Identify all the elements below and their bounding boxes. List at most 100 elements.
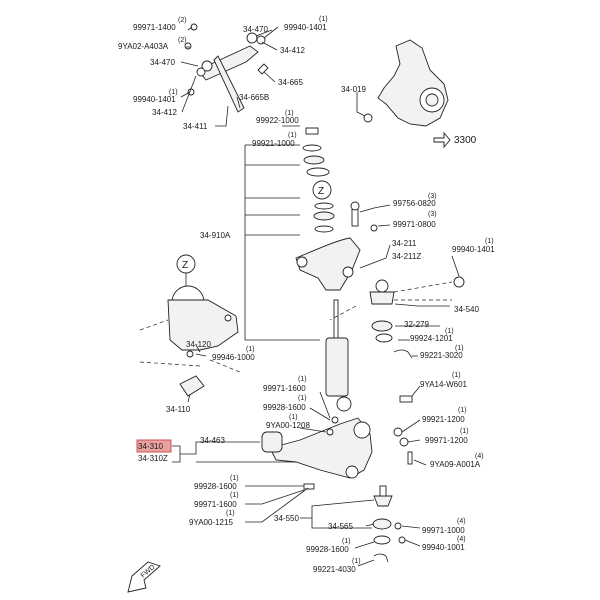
bolt-34-019: [363, 113, 373, 123]
label-34-665[interactable]: 34-665: [278, 78, 303, 87]
nut-99921-1200: [393, 427, 403, 437]
upper-arm-bushing-b: [342, 266, 354, 278]
label-34-910A[interactable]: 34-910A: [200, 231, 231, 240]
nut-99940-1001: [398, 536, 406, 544]
label-34-463[interactable]: 34-463: [200, 436, 225, 445]
label-34-411[interactable]: 34-411: [183, 122, 208, 131]
label-99921-1200[interactable]: 99921-1200: [422, 415, 465, 424]
label-34-470-left[interactable]: 34-470: [150, 58, 175, 67]
label-34-310Z[interactable]: 34-310Z: [138, 454, 168, 463]
label-99971-1600-b[interactable]: 99971-1600: [194, 500, 237, 509]
label-34-665B[interactable]: 34-665B: [239, 93, 269, 102]
qty-99221-4030: (1): [352, 558, 361, 565]
ball-joint-stud: [375, 279, 389, 293]
upper-ball-joint-group: 99940-1401 (1) 34-540 32-279 99924-1201 …: [329, 238, 495, 360]
label-99940-1401-left[interactable]: 99940-1401: [133, 95, 176, 104]
lower-arm-group: 34-310 34-310Z 34-463 99971-1600 (1) 999…: [136, 372, 484, 527]
label-99971-1600-a[interactable]: 99971-1600: [263, 384, 306, 393]
washer-upper: [306, 167, 330, 177]
label-34-550[interactable]: 34-550: [274, 514, 299, 523]
label-99946-1000[interactable]: 99946-1000: [212, 353, 255, 362]
label-99928-1600-c[interactable]: 99928-1600: [306, 545, 349, 554]
stabilizer-bracket: [197, 45, 259, 81]
stabilizer-link-group: 99971-1400 (2) 9YA02-A403A (2) 34-470 99…: [118, 16, 328, 131]
label-34-019[interactable]: 34-019: [341, 85, 366, 94]
qty-99971-1400: (2): [178, 17, 187, 24]
label-99922-1000[interactable]: 99922-1000: [256, 116, 299, 125]
shock-rod: [333, 299, 339, 341]
frame-bolt-a: [224, 314, 232, 322]
label-34-412-right[interactable]: 34-412: [280, 46, 305, 55]
upper-arm-group: 99756-0820 (3) 99971-0800 (3) 34-211 34-…: [295, 193, 437, 291]
qty-9YA14: (1): [452, 372, 461, 379]
label-99756-0820[interactable]: 99756-0820: [393, 199, 436, 208]
label-99928-1600-b[interactable]: 99928-1600: [194, 482, 237, 491]
label-99221-3020[interactable]: 99221-3020: [420, 351, 463, 360]
qty-99940-1401-right: (1): [319, 16, 328, 23]
label-99971-0800[interactable]: 99971-0800: [393, 220, 436, 229]
washer-99971-0800: [370, 224, 378, 232]
qty-9YA00-1208: (1): [289, 414, 298, 421]
qty-99928-1600-c: (1): [342, 538, 351, 545]
clip-34-665: [257, 63, 269, 75]
qty-99221-3020: (1): [455, 345, 464, 352]
label-9YA00-1215[interactable]: 9YA00-1215: [189, 518, 233, 527]
nut-top: [190, 23, 198, 31]
qty-99971-0800: (3): [428, 211, 437, 218]
qty-99971-1000: (4): [457, 518, 466, 525]
label-99971-1200[interactable]: 99971-1200: [425, 436, 468, 445]
label-34-412-left[interactable]: 34-412: [152, 108, 177, 117]
label-3300[interactable]: 3300: [454, 135, 477, 146]
label-99971-1400[interactable]: 99971-1400: [133, 23, 176, 32]
cotter-pin-99221-3020: [393, 349, 413, 359]
qty-99756-0820: (3): [428, 193, 437, 200]
shock-lower-eye: [336, 396, 352, 412]
qty-9YA09: (4): [475, 453, 484, 460]
label-34-211[interactable]: 34-211: [392, 239, 417, 248]
washer-top: [184, 42, 192, 50]
boot-32-279: [371, 320, 393, 332]
bolt-9YA14-W601: [399, 395, 413, 403]
bolt-99756-0820: [351, 207, 359, 227]
label-99924-1201[interactable]: 99924-1201: [410, 334, 453, 343]
label-34-310[interactable]: 34-310: [138, 442, 163, 451]
washer-lower: [314, 202, 334, 210]
fwd-arrow-icon: [127, 561, 161, 593]
label-34-211Z[interactable]: 34-211Z: [392, 252, 421, 261]
bushing-mid-2: [196, 67, 206, 77]
label-9YA02-A403A[interactable]: 9YA02-A403A: [118, 42, 169, 51]
label-99928-1600-a[interactable]: 99928-1600: [263, 403, 306, 412]
shock-absorber-group: Z 99922-1000 (1) 99921-1000 (1) 34-910A: [200, 110, 352, 412]
label-34-540[interactable]: 34-540: [454, 305, 479, 314]
qty-99922-1000: (1): [285, 110, 294, 117]
label-99221-4030[interactable]: 99221-4030: [313, 565, 356, 574]
label-99940-1401-c[interactable]: 99940-1401: [452, 245, 495, 254]
label-99971-1000[interactable]: 99971-1000: [422, 526, 465, 535]
bushing-mid: [201, 60, 213, 72]
label-34-565[interactable]: 34-565: [328, 522, 353, 531]
label-34-470-right[interactable]: 34-470: [243, 25, 268, 34]
label-32-279[interactable]: 32-279: [404, 320, 429, 329]
nut-99946-1000: [186, 350, 194, 358]
label-99921-1000[interactable]: 99921-1000: [252, 139, 295, 148]
label-9YA00-1208[interactable]: 9YA00-1208: [266, 421, 310, 430]
label-9YA09-A001A[interactable]: 9YA09-A001A: [430, 460, 481, 469]
label-99940-1401-right[interactable]: 99940-1401: [284, 23, 327, 32]
qty-99971-1200: (1): [460, 428, 469, 435]
nut-99924-1201: [375, 333, 393, 343]
bolt-9YA00-1208: [326, 428, 334, 436]
bushing-lower: [313, 211, 335, 221]
qty-99940-1001: (4): [457, 536, 466, 543]
label-99940-1001[interactable]: 99940-1001: [422, 543, 465, 552]
label-9YA14-W601[interactable]: 9YA14-W601: [420, 380, 468, 389]
label-34-120[interactable]: 34-120: [186, 340, 211, 349]
view-marker-z-detail: Z: [182, 260, 188, 271]
qty-99940-1401-c: (1): [485, 238, 494, 245]
ball-joint-34-540: [369, 291, 395, 305]
detail-z-group: Z 34-120 99946-1000 (1) 34-110: [139, 254, 255, 414]
label-34-110[interactable]: 34-110: [166, 405, 191, 414]
washer-99971-1000: [394, 522, 402, 530]
ball-joint-34-550: [373, 495, 393, 507]
bushing-34-463: [261, 431, 283, 453]
qty-99971-1600-b: (1): [230, 492, 239, 499]
